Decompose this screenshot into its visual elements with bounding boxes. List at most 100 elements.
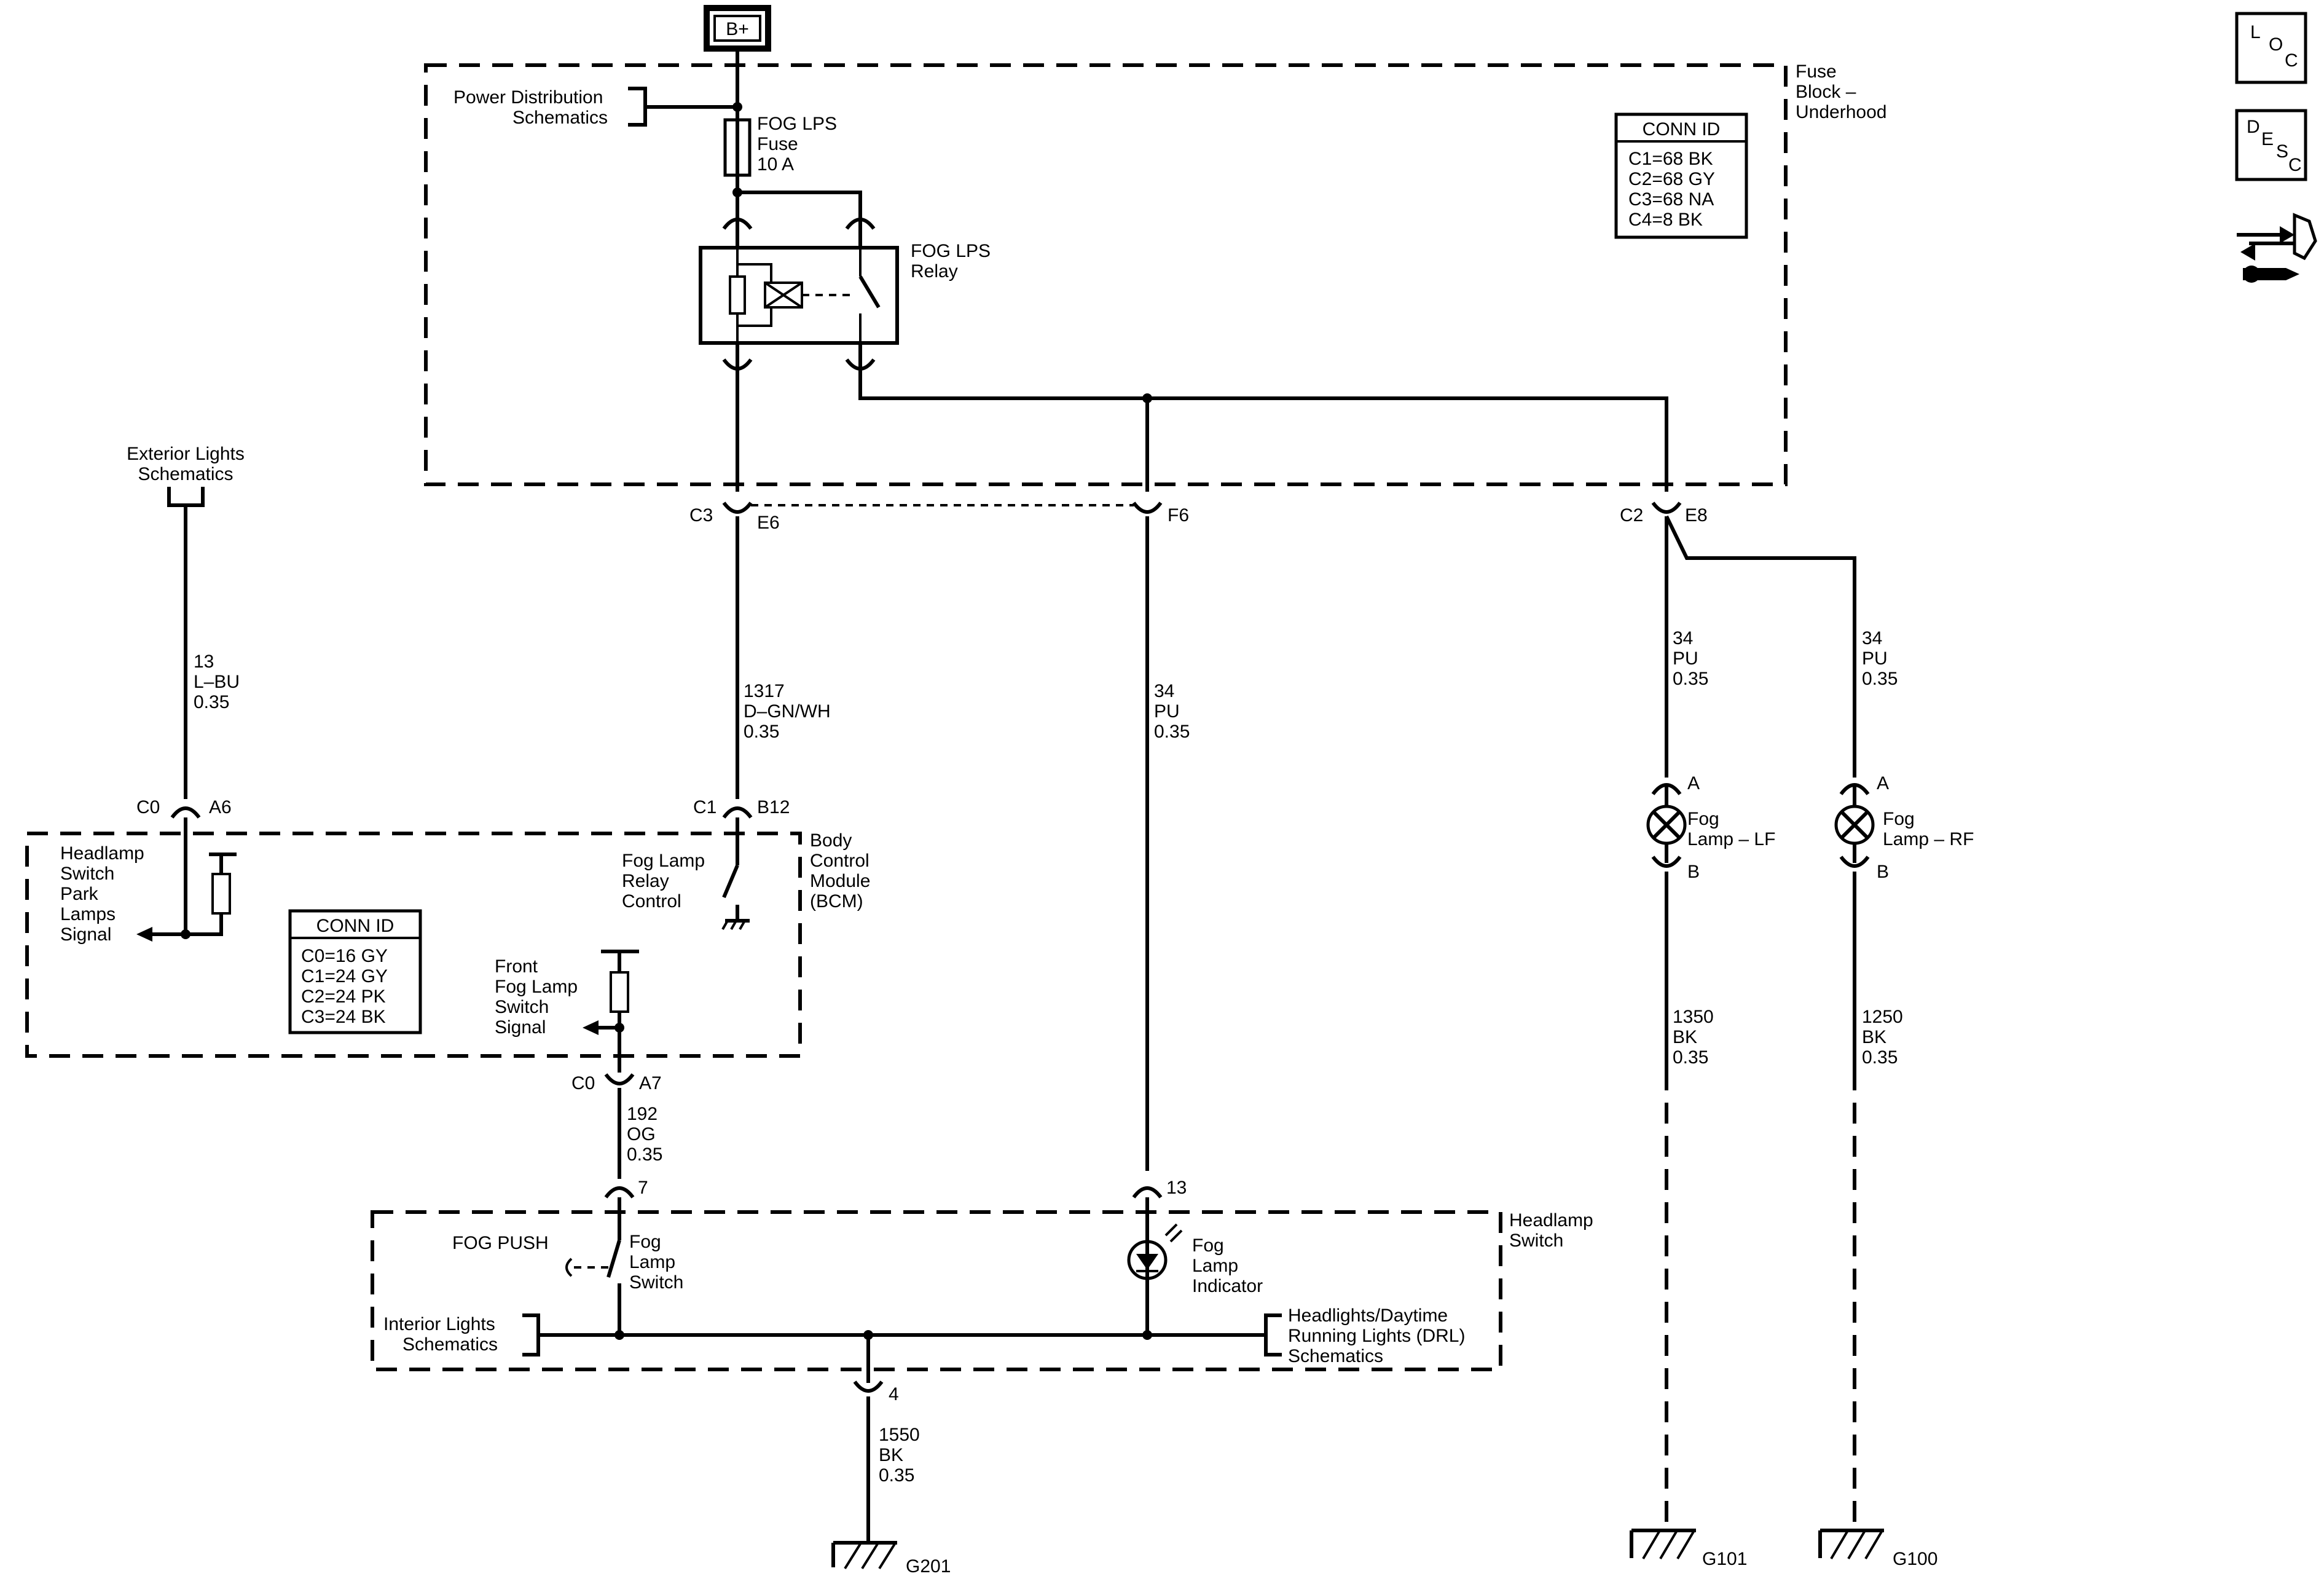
wire-label-1350: 1350 BK 0.35 (1673, 1007, 1714, 1068)
ground-g201: G201 (831, 1541, 951, 1577)
wire-label-34-f6: 34 PU 0.35 (1154, 681, 1190, 742)
svg-text:0.35: 0.35 (1154, 722, 1190, 742)
fog-lamp-rf: A B Fog Lamp – RF (1834, 773, 1974, 882)
front-fog-switch-signal-label: Front Fog Lamp Switch Signal (495, 956, 578, 1038)
svg-text:G100: G100 (1893, 1549, 1937, 1569)
ground-g100: G100 (1818, 1529, 1937, 1569)
wire-label-34-lf: 34 PU 0.35 (1673, 628, 1708, 689)
svg-text:G201: G201 (906, 1556, 951, 1577)
svg-text:Park: Park (60, 884, 99, 904)
svg-text:C1=68 BK: C1=68 BK (1628, 149, 1713, 169)
wire-label-13: 13 L–BU 0.35 (194, 652, 240, 712)
fog-lps-fuse: FOG LPS Fuse 10 A (723, 114, 837, 177)
headlamp-park-signal-label: Headlamp Switch Park Lamps Signal (60, 843, 144, 945)
svg-text:Relay: Relay (911, 261, 958, 282)
svg-text:C0: C0 (136, 797, 160, 817)
svg-text:Switch: Switch (495, 997, 549, 1017)
svg-text:192: 192 (627, 1104, 658, 1124)
svg-text:Headlamp: Headlamp (60, 843, 144, 864)
svg-text:CONN ID: CONN ID (316, 916, 395, 936)
svg-text:Switch: Switch (629, 1272, 683, 1293)
svg-text:4: 4 (889, 1384, 899, 1404)
svg-text:Headlights/Daytime: Headlights/Daytime (1288, 1305, 1448, 1326)
headlamp-park-signal-circuit (136, 817, 237, 942)
svg-text:Fog: Fog (1883, 809, 1915, 829)
connector-pin-13: 13 (1132, 1178, 1187, 1199)
svg-text:B12: B12 (757, 797, 790, 817)
svg-text:7: 7 (638, 1178, 648, 1198)
svg-text:Switch: Switch (60, 864, 114, 884)
svg-text:0.35: 0.35 (1862, 1047, 1898, 1068)
connector-c0-a7: C0 A7 (571, 1073, 662, 1093)
fog-lps-relay: FOG LPS Relay (699, 212, 991, 375)
svg-text:Signal: Signal (60, 924, 111, 945)
svg-text:L: L (2250, 22, 2261, 42)
svg-text:A6: A6 (209, 797, 232, 817)
fog-lamp-lf: A B Fog Lamp – LF (1646, 773, 1775, 882)
svg-text:Switch: Switch (1509, 1231, 1563, 1251)
svg-text:C3=24 BK: C3=24 BK (301, 1007, 386, 1027)
connector-tool-icon[interactable] (2237, 213, 2317, 283)
svg-text:Fog: Fog (1192, 1235, 1224, 1256)
battery-terminal: B+ (704, 5, 771, 52)
svg-text:34: 34 (1673, 628, 1693, 648)
svg-text:S: S (2276, 141, 2288, 162)
exterior-lights-ref: Exterior Lights Schematics (127, 444, 245, 799)
description-button[interactable]: D E S C (2235, 109, 2307, 181)
interior-lights-ref: Interior Lights Schematics (383, 1313, 540, 1357)
svg-text:34: 34 (1154, 681, 1174, 701)
svg-text:Headlamp: Headlamp (1509, 1210, 1593, 1231)
svg-text:C: C (2285, 50, 2298, 71)
svg-text:Signal: Signal (495, 1017, 546, 1038)
svg-text:0.35: 0.35 (1862, 669, 1898, 689)
connector-c0-a6: C0 A6 (136, 797, 232, 819)
svg-text:O: O (2269, 34, 2283, 55)
svg-text:(BCM): (BCM) (810, 891, 863, 912)
svg-text:CONN ID: CONN ID (1643, 119, 1721, 140)
svg-text:0.35: 0.35 (744, 722, 779, 742)
wire-34-rf (1665, 515, 1856, 778)
fog-lamp-switch: FOG PUSH Fog Lamp Switch (452, 1197, 683, 1335)
svg-text:C: C (2288, 155, 2302, 175)
svg-text:1250: 1250 (1862, 1007, 1903, 1027)
svg-text:Interior Lights: Interior Lights (383, 1314, 495, 1334)
svg-text:FOG LPS: FOG LPS (911, 241, 991, 261)
svg-text:C0=16 GY: C0=16 GY (301, 946, 388, 966)
headlamp-switch-outline (371, 1210, 1502, 1371)
svg-text:B: B (1687, 862, 1700, 882)
svg-text:0.35: 0.35 (879, 1465, 914, 1486)
connector-c3-e6: C3 E6 (689, 502, 780, 533)
battery-label: B+ (726, 19, 749, 39)
svg-text:C2: C2 (1620, 505, 1643, 526)
connector-pin-7: 7 (604, 1178, 648, 1199)
fog-relay-control-label: Fog Lamp Relay Control (622, 851, 705, 912)
connector-pin-4: 4 (853, 1380, 899, 1404)
svg-text:F6: F6 (1168, 505, 1189, 526)
fuse-block-outline (424, 63, 1788, 486)
svg-text:0.35: 0.35 (1673, 669, 1708, 689)
svg-text:G101: G101 (1702, 1549, 1747, 1569)
fog-lamp-indicator: Fog Lamp Indicator (1127, 1197, 1263, 1335)
power-distribution-ref: Power Distribution Schematics (453, 87, 742, 128)
svg-text:C1: C1 (693, 797, 716, 817)
svg-text:Lamp: Lamp (629, 1252, 675, 1272)
wire-label-1550: 1550 BK 0.35 (879, 1425, 920, 1486)
svg-text:Schematics: Schematics (402, 1334, 498, 1355)
wire-label-34-rf: 34 PU 0.35 (1862, 628, 1898, 689)
svg-text:Control: Control (622, 891, 681, 912)
svg-text:FOG LPS: FOG LPS (757, 114, 837, 134)
location-button[interactable]: L O C (2235, 12, 2307, 84)
drl-ref: Headlights/Daytime Running Lights (DRL) … (1264, 1305, 1465, 1366)
svg-text:Indicator: Indicator (1192, 1276, 1263, 1296)
svg-text:Front: Front (495, 956, 538, 977)
connector-c1-b12: C1 B12 (693, 797, 790, 819)
svg-text:1550: 1550 (879, 1425, 920, 1445)
svg-text:0.35: 0.35 (1673, 1047, 1708, 1068)
svg-text:BK: BK (1862, 1027, 1886, 1047)
svg-text:13: 13 (1166, 1178, 1187, 1198)
svg-text:Schematics: Schematics (1288, 1346, 1383, 1366)
svg-text:1350: 1350 (1673, 1007, 1714, 1027)
svg-text:C3=68 NA: C3=68 NA (1628, 189, 1714, 210)
wire-label-192: 192 OG 0.35 (627, 1104, 662, 1165)
